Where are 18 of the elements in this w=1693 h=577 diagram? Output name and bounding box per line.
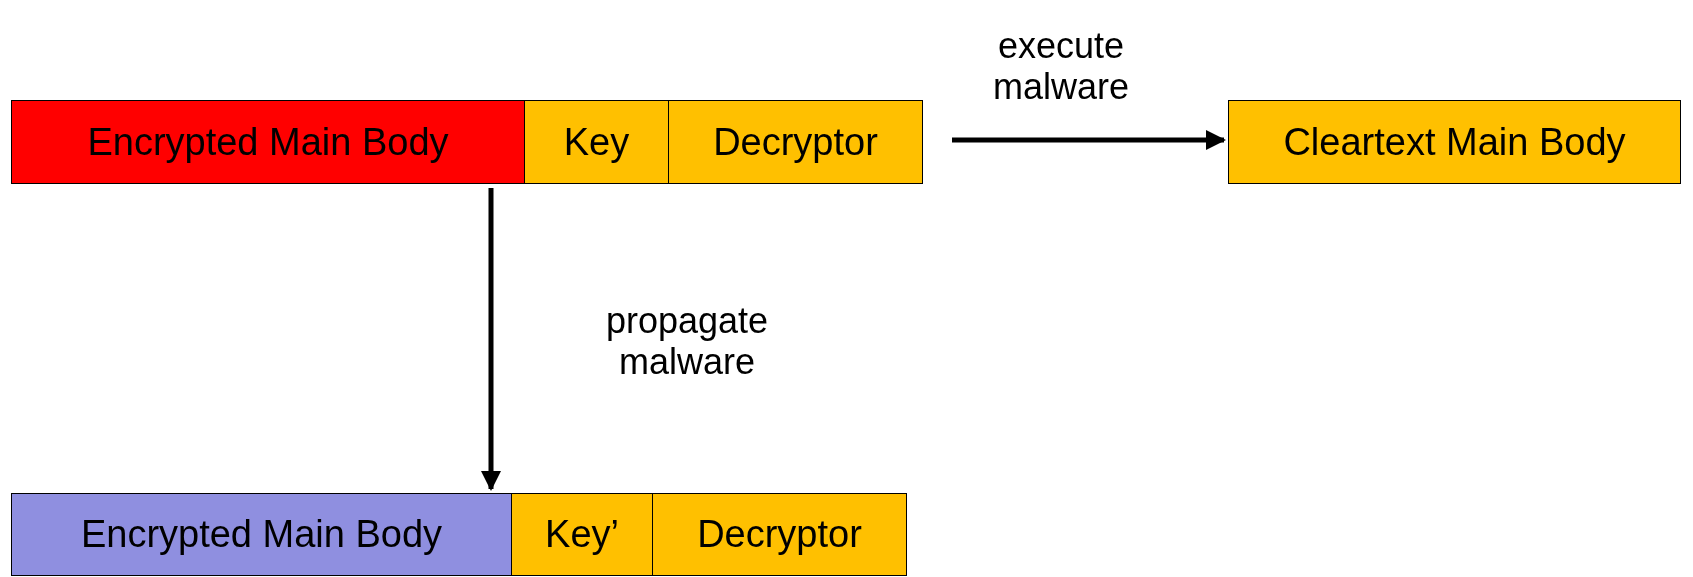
segment-box — [1228, 100, 1681, 184]
segment-box — [511, 493, 653, 576]
segment-label: Decryptor — [713, 120, 878, 164]
segment-box — [668, 100, 923, 184]
segment-box — [11, 100, 525, 184]
segment-label: Decryptor — [697, 513, 862, 556]
segment-box — [11, 493, 512, 576]
segment-label: Key — [563, 120, 630, 164]
segment-label: Encrypted Main Body — [80, 513, 443, 556]
segment-label: Cleartext Main Body — [1283, 120, 1626, 164]
arrow — [952, 130, 1226, 150]
segment-label: Key’ — [545, 513, 619, 556]
segment-box — [524, 100, 669, 184]
arrow — [481, 188, 501, 491]
segment-label: Encrypted Main Body — [87, 120, 449, 164]
segment-box — [652, 493, 907, 576]
edge-label: propagate malware — [604, 300, 770, 383]
edge-label: execute malware — [991, 25, 1130, 108]
